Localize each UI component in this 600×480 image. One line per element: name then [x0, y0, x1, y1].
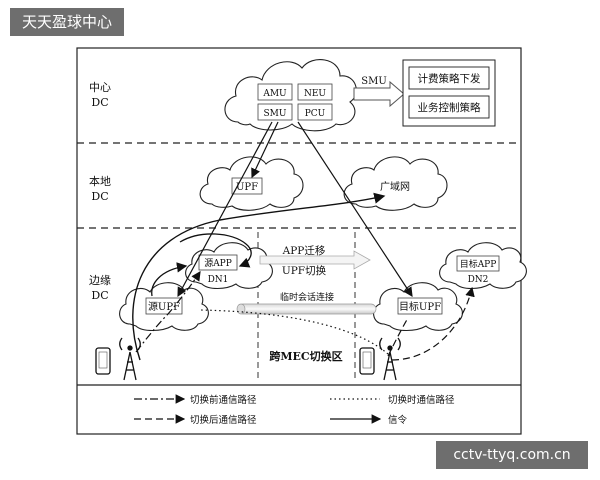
neu-label: NEU: [304, 89, 326, 99]
wan-label: 广域网: [380, 180, 410, 193]
path-during-switch: [199, 309, 389, 355]
cell-tower-icon-right: [379, 337, 401, 381]
migration-label-line2: UPF切换: [282, 264, 327, 277]
source-app-label: 源APP: [204, 258, 232, 269]
target-upf-label: 目标UPF: [399, 301, 441, 313]
smu-label: SMU: [264, 109, 287, 119]
target-app-box: [456, 255, 500, 272]
pcu-label: PCU: [305, 109, 326, 119]
local-upf-label: UPF: [236, 182, 258, 193]
dn1-label: DN1: [208, 275, 229, 285]
amu-box: [257, 83, 293, 101]
signal-to-target-upf: [297, 121, 413, 298]
temp-session-pipe-end: [236, 303, 246, 315]
signal-to-local-upf: [251, 121, 279, 179]
path-source-upf-app: [151, 262, 188, 297]
control-policy-box: [408, 95, 490, 119]
legend-label-signaling: 信令: [388, 414, 408, 426]
app-migration-arrow: [259, 250, 371, 270]
target-app-label: 目标APP: [460, 258, 497, 270]
handover-zone-label: 跨MEC切换区: [269, 349, 342, 363]
amu-label: AMU: [262, 89, 287, 99]
path-wan-loop: [179, 233, 252, 268]
legend-label-during: 切换时通信路径: [388, 394, 455, 406]
source-upf-box: [145, 297, 183, 315]
smu-arrow-label: SMU: [361, 76, 387, 87]
legend-label-before: 切换前通信路径: [190, 394, 257, 406]
path-to-wan: [132, 192, 386, 361]
phone-screen-right: [362, 351, 372, 369]
smu-hollow-arrow: [353, 80, 405, 108]
billing-policy-label: 计费策略下发: [418, 72, 481, 85]
source-app-box: [198, 254, 238, 271]
control-policy-label: 业务控制策略: [418, 101, 481, 114]
zone-label-local-dc: DC: [91, 190, 108, 203]
target-upf-box: [397, 297, 443, 315]
migration-label-line1: APP迁移: [282, 244, 326, 257]
zone-label-edge-dc: DC: [91, 289, 108, 302]
wan-cloud: [343, 156, 448, 211]
temp-session-pipe: [237, 303, 377, 315]
source-upf-label: 源UPF: [148, 300, 180, 313]
pcu-box: [297, 103, 333, 121]
zone-label-edge: 边缘: [89, 274, 111, 287]
billing-policy-box: [408, 66, 490, 90]
temp-session-label: 临时会话连接: [280, 291, 334, 303]
watermark-top: 天天盈球中心: [10, 8, 124, 36]
zone-label-center: 中心: [89, 81, 111, 94]
neu-box: [297, 83, 333, 101]
path-after-switch: [391, 286, 475, 361]
zone-label-local: 本地: [89, 174, 111, 188]
signal-to-source-upf: [177, 121, 273, 298]
path-before-switch: [135, 271, 201, 353]
cell-tower-icon-left: [119, 337, 141, 381]
legend-label-after: 切换后通信路径: [190, 414, 257, 426]
zone-label-center-dc: DC: [91, 96, 108, 109]
phone-screen-left: [98, 351, 108, 369]
dn2-label: DN2: [468, 275, 489, 285]
diagram-frame: [76, 47, 522, 435]
watermark-bottom: cctv-ttyq.com.cn: [436, 441, 588, 469]
smu-box: [257, 103, 293, 121]
